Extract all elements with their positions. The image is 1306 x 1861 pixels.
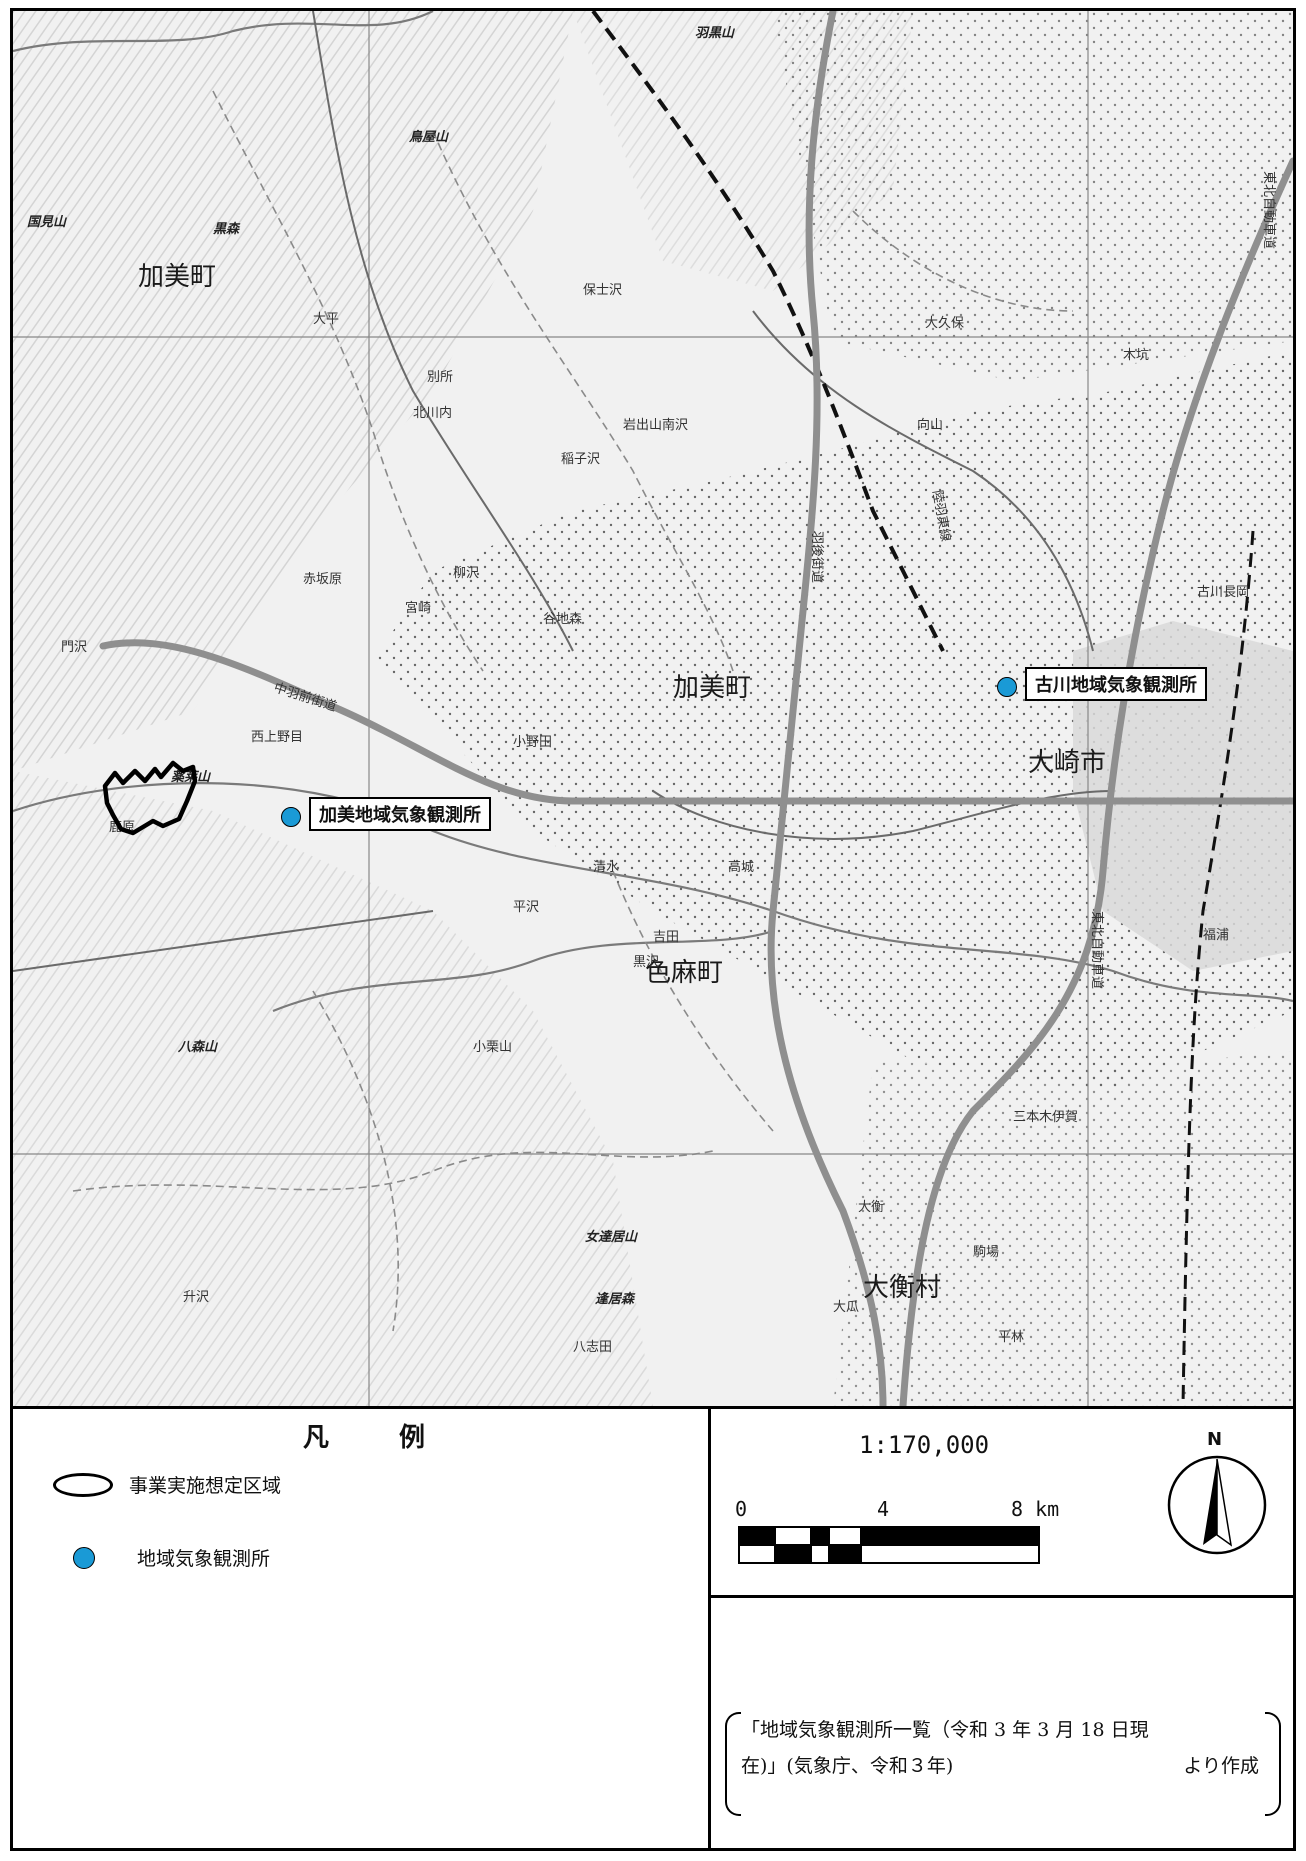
place-label: 北川内 <box>413 405 452 421</box>
station-swatch <box>73 1546 95 1569</box>
place-label: 駒場 <box>973 1245 999 1260</box>
source-line-2-left: 在)」(気象庁、令和３年) <box>741 1755 954 1777</box>
legend-item-project-area: 事業実施想定区域 <box>53 1471 281 1498</box>
scale-ratio: 1:170,000 <box>859 1431 990 1459</box>
furukawa-station-label: 古川地域気象観測所 <box>1025 667 1207 701</box>
place-label: 大平 <box>313 312 339 327</box>
project-area-swatch <box>53 1472 113 1497</box>
source-line-2-right: より作成 <box>1183 1755 1259 1777</box>
main-roads <box>99 11 1293 1406</box>
scale-tick-8: 8 km <box>1011 1497 1060 1521</box>
peak-label-yamori: 八森山 <box>177 1039 219 1055</box>
bracket-right <box>1265 1712 1281 1816</box>
map-grid <box>13 11 1293 1406</box>
place-label: 三本木伊賀 <box>1013 1110 1078 1125</box>
place-label: 吉田 <box>653 930 679 945</box>
road-label-ugo-kaido: 羽後街道 <box>809 531 824 583</box>
place-label: 高城 <box>728 859 754 875</box>
place-label: 西上野目 <box>251 730 303 745</box>
railway-tohoku-main <box>1181 530 1255 1406</box>
town-label-kami-north: 加美町 <box>138 262 216 292</box>
farmland-plain <box>373 351 1293 1091</box>
place-label: 谷地森 <box>543 612 582 627</box>
source-line-2: 在)」(気象庁、令和３年) より作成 <box>741 1748 1265 1784</box>
place-label: 小栗山 <box>473 1040 512 1055</box>
rivers <box>13 11 1293 1013</box>
place-label: 宮崎 <box>405 600 431 616</box>
peak-label-haguro: 羽黒山 <box>695 25 736 41</box>
secondary-roads <box>13 11 1114 972</box>
project-area-outline[interactable] <box>102 760 198 836</box>
map-canvas: 加美町 加美町 大崎市 色麻町 大衡村 国見山 黒森 鳥屋山 八森山 薬莱山 女… <box>13 11 1293 1406</box>
place-label: 門沢 <box>61 640 87 655</box>
peak-label-yakushi: 薬莱山 <box>171 769 212 785</box>
place-label: 大瓜 <box>833 1300 859 1315</box>
urban-osaki <box>1073 621 1293 971</box>
place-label: 升沢 <box>183 1290 209 1305</box>
legend-label-project-area: 事業実施想定区域 <box>129 1475 282 1497</box>
mountain-shading-southwest <box>13 771 653 1406</box>
place-label: 八志田 <box>573 1340 612 1355</box>
farmland-north <box>773 11 1293 381</box>
place-label: 赤坂原 <box>303 572 342 587</box>
kami-station-marker[interactable] <box>281 807 301 827</box>
place-label: 大衡 <box>858 1200 884 1215</box>
place-label: 別所 <box>427 370 453 385</box>
scale-panel: 1:170,000 0 4 8 km N <box>711 1409 1293 1598</box>
town-label-ohira: 大衡村 <box>863 1273 941 1303</box>
place-label: 稲子沢 <box>561 452 600 467</box>
place-label: 岩出山南沢 <box>623 417 688 433</box>
railway-rikuu-east <box>591 11 945 652</box>
place-label: 向山 <box>917 417 943 433</box>
peak-label-kuromori: 黒森 <box>212 221 241 237</box>
minor-roads <box>72 90 1074 1332</box>
road-label-tohoku-exp-north: 東北自動車道 <box>1261 171 1277 249</box>
place-label: 小野田 <box>513 735 552 750</box>
north-arrow <box>1167 1455 1267 1555</box>
legend-panel: 凡例 事業実施想定区域 地域気象観測所 <box>13 1409 711 1848</box>
map-sheet: 加美町 加美町 大崎市 色麻町 大衡村 国見山 黒森 鳥屋山 八森山 薬莱山 女… <box>10 8 1296 1851</box>
town-label-osaki: 大崎市 <box>1028 748 1106 778</box>
peak-label-toriya: 鳥屋山 <box>408 129 450 145</box>
place-label: 清水 <box>593 860 619 875</box>
place-label: 黒沢 <box>633 955 659 970</box>
place-label: 柳沢 <box>453 566 479 581</box>
bracket-left <box>725 1712 741 1816</box>
legend-label-station: 地域気象観測所 <box>137 1548 271 1570</box>
topographic-map[interactable]: 加美町 加美町 大崎市 色麻町 大衡村 国見山 黒森 鳥屋山 八森山 薬莱山 女… <box>13 11 1293 1409</box>
place-label: 保士沢 <box>583 283 622 298</box>
place-label: 福浦 <box>1203 928 1229 943</box>
road-label-tohoku-exp-south: 東北自動車道 <box>1089 911 1105 989</box>
peak-label-medachiishi: 女達居山 <box>585 1229 639 1245</box>
peak-label-kunimi: 国見山 <box>27 214 68 230</box>
furukawa-station-marker[interactable] <box>997 677 1017 697</box>
source-panel: 「地域気象観測所一覧（令和 3 年 3 月 18 日現 在)」(気象庁、令和３年… <box>711 1598 1293 1848</box>
scale-tick-0: 0 <box>735 1497 748 1521</box>
source-citation: 「地域気象観測所一覧（令和 3 年 3 月 18 日現 在)」(気象庁、令和３年… <box>723 1708 1283 1820</box>
north-label: N <box>1207 1429 1223 1450</box>
place-label: 木坑 <box>1123 348 1149 363</box>
legend-title: 凡例 <box>303 1423 496 1453</box>
town-label-shikama: 色麻町 <box>645 958 723 988</box>
source-line-1: 「地域気象観測所一覧（令和 3 年 3 月 18 日現 <box>741 1719 1149 1741</box>
scale-tick-4: 4 <box>877 1497 890 1521</box>
place-label: 大久保 <box>925 316 964 331</box>
place-label: 古川長岡 <box>1197 585 1249 600</box>
kami-station-label: 加美地域気象観測所 <box>309 797 491 831</box>
mountain-shading-west <box>13 11 573 771</box>
legend-item-station: 地域気象観測所 <box>53 1544 270 1571</box>
scale-bar <box>738 1455 1267 1564</box>
town-label-kami-center: 加美町 <box>673 673 751 703</box>
place-label: 平沢 <box>513 900 539 915</box>
place-labels: 保士沢 岩出山南沢 北川内 宮崎 柳沢 西上野目 小野田 平沢 吉田 黒沢 小栗… <box>61 283 1249 1355</box>
peak-label-aioimori: 逢居森 <box>595 1291 636 1307</box>
farmland-southeast <box>833 1051 1293 1406</box>
place-label: 平林 <box>998 1330 1024 1345</box>
